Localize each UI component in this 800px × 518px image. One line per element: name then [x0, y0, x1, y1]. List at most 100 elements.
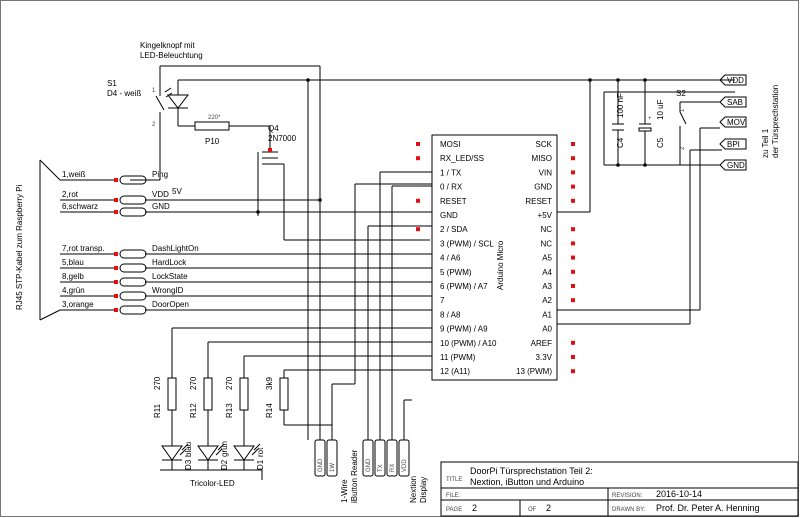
- resistor-ref: R12: [189, 403, 198, 418]
- arduino-left-pin: 11 (PWM): [440, 353, 476, 362]
- nextion-pin-tx: TX: [374, 439, 386, 477]
- revision-key: REVISION:: [612, 493, 643, 499]
- nextion-label-1: Nextion: [409, 476, 418, 503]
- p10-ref: P10: [205, 137, 220, 146]
- page-key: PAGE: [446, 507, 462, 513]
- arduino-left-pin: RESET: [416, 197, 467, 206]
- arduino-right-pin: RESET: [525, 197, 575, 206]
- c4-value: 100 nF: [616, 93, 625, 118]
- title-line-2: Nextion, iButton und Arduino: [470, 477, 584, 487]
- output-tag-vdd: VDD: [719, 74, 747, 86]
- switch-pin1: 1: [152, 88, 156, 94]
- switch-caption-2: LED-Beleuchtung: [140, 51, 203, 60]
- cable-wire-signal: Ping: [152, 170, 168, 179]
- arduino-left-pin-label: 12 (A11): [440, 367, 470, 376]
- arduino-right-pin: A4: [542, 268, 575, 277]
- arduino-right-pin: AREF: [531, 339, 575, 348]
- arduino-right-pin-label: A3: [542, 282, 552, 291]
- arduino-left-pin-label: 9 (PWM) / A9: [440, 325, 488, 334]
- arduino-left-pin-label: 11 (PWM): [440, 353, 476, 362]
- output-tag-mov: MOV: [719, 116, 747, 128]
- file-key: FILE:: [446, 493, 461, 499]
- nextion-pin-vdd: VDD: [398, 439, 410, 477]
- outputs-caption-2: der Türsprechstation: [771, 85, 780, 158]
- switch-caption-1: Kingelknopf mit: [140, 41, 195, 50]
- arduino-left-pin-label: 0 / RX: [440, 183, 463, 192]
- arduino-right-pin: SCK: [536, 140, 575, 149]
- arduino-left-pin-label: 4 / A6: [440, 254, 461, 263]
- cable-wire-signal: WrongID: [152, 286, 184, 295]
- arduino-right-pin: A3: [542, 282, 575, 291]
- switch-s2: S2 1 2: [676, 89, 720, 165]
- cable-wire-4: 7,rot transp.DashLightOn: [60, 244, 199, 259]
- arduino-right-pin: +5V: [538, 211, 553, 220]
- nextion-pin-gnd: GND: [362, 439, 374, 477]
- arduino-left-pin: 8 / A8: [440, 310, 461, 319]
- ibutton-pin-label: GND: [318, 458, 324, 472]
- arduino-name: Arduino Micro: [496, 240, 505, 290]
- cable-wire-signal: GND: [152, 202, 170, 211]
- ibutton-pin-1w: 1W: [326, 439, 338, 477]
- drawn-value: Prof. Dr. Peter A. Henning: [656, 503, 760, 513]
- cable-label: RJ45 STP-Kabel zum Raspberry Pi: [15, 184, 24, 310]
- arduino-left-pin: RX_LED/SS: [416, 154, 484, 163]
- s2-ref: S2: [676, 89, 686, 98]
- arduino-left-pin-label: 6 (PWM) / A7: [440, 282, 488, 291]
- cable-wire-color: 2,rot: [62, 190, 79, 199]
- cable-wire-7: 4,grün WrongID: [60, 286, 184, 301]
- led-ref: D2: [220, 459, 229, 470]
- arduino-right-pin-label: A1: [542, 310, 552, 319]
- nextion-pin-label: VDD: [402, 459, 408, 472]
- arduino-right-pin: MISO: [532, 154, 575, 163]
- capacitors: + C4 100 nF C5 10 uF: [612, 78, 665, 167]
- arduino-left-pin-label: 2 / SDA: [440, 225, 468, 234]
- cable-wire-signal: LockState: [152, 272, 188, 281]
- arduino-right-pin-label: 3.3V: [536, 353, 553, 362]
- arduino-right-pin: NC: [540, 225, 575, 234]
- cable-wire-color: 4,grün: [62, 286, 85, 295]
- switch-pin2: 2: [152, 122, 156, 128]
- output-tag-bpi: BPI: [719, 138, 747, 150]
- outputs-caption-1: zu Teil 1: [761, 128, 770, 158]
- resistor-r12: R12 270: [189, 376, 213, 446]
- resistor-ref: R14: [265, 403, 274, 418]
- ibutton-pin-label: 1W: [330, 463, 336, 472]
- led-ref: D3: [184, 459, 193, 470]
- resistor-r13: R13 270: [225, 376, 249, 446]
- output-tag-label: BPI: [727, 140, 740, 149]
- resistor-value: 270: [189, 376, 198, 390]
- arduino-right-pin: 13 (PWM): [516, 367, 575, 376]
- arduino-left-pin: 7: [440, 296, 445, 305]
- switch-led-ref: D4 - weiß: [107, 89, 141, 98]
- arduino-right-pin-label: A2: [542, 296, 552, 305]
- led-color: rot: [256, 447, 265, 457]
- arduino-left-pin-label: 8 / A8: [440, 310, 461, 319]
- arduino-left-pin: 9 (PWM) / A9: [440, 325, 488, 334]
- arduino-left-pin: 1 / TX: [440, 168, 462, 177]
- arduino-left-pin-label: 7: [440, 296, 445, 305]
- resistor-ref: R13: [225, 403, 234, 418]
- arduino-right-pin-label: NC: [540, 225, 552, 234]
- arduino-left-pin-label: 1 / TX: [440, 168, 462, 177]
- nextion-pin-label: RX: [390, 464, 396, 472]
- cable-wire-extra: 5V: [172, 187, 182, 196]
- output-tag-sab: SAB: [719, 96, 747, 108]
- output-tag-label: SAB: [727, 98, 743, 107]
- tricolor-label: Tricolor-LED: [190, 479, 235, 488]
- s2-pin2: 2: [680, 146, 686, 150]
- arduino-right-pin-label: NC: [540, 239, 552, 248]
- title-key: TITLE: [446, 477, 462, 483]
- output-tag-label: GND: [727, 161, 745, 170]
- arduino-left-pin: 0 / RX: [440, 183, 463, 192]
- resistor-value: 270: [225, 376, 234, 390]
- arduino-right-pin: A0: [542, 325, 552, 334]
- arduino-left-pin-label: 10 (PWM) / A10: [440, 339, 497, 348]
- cable-wire-signal: DashLightOn: [152, 244, 199, 253]
